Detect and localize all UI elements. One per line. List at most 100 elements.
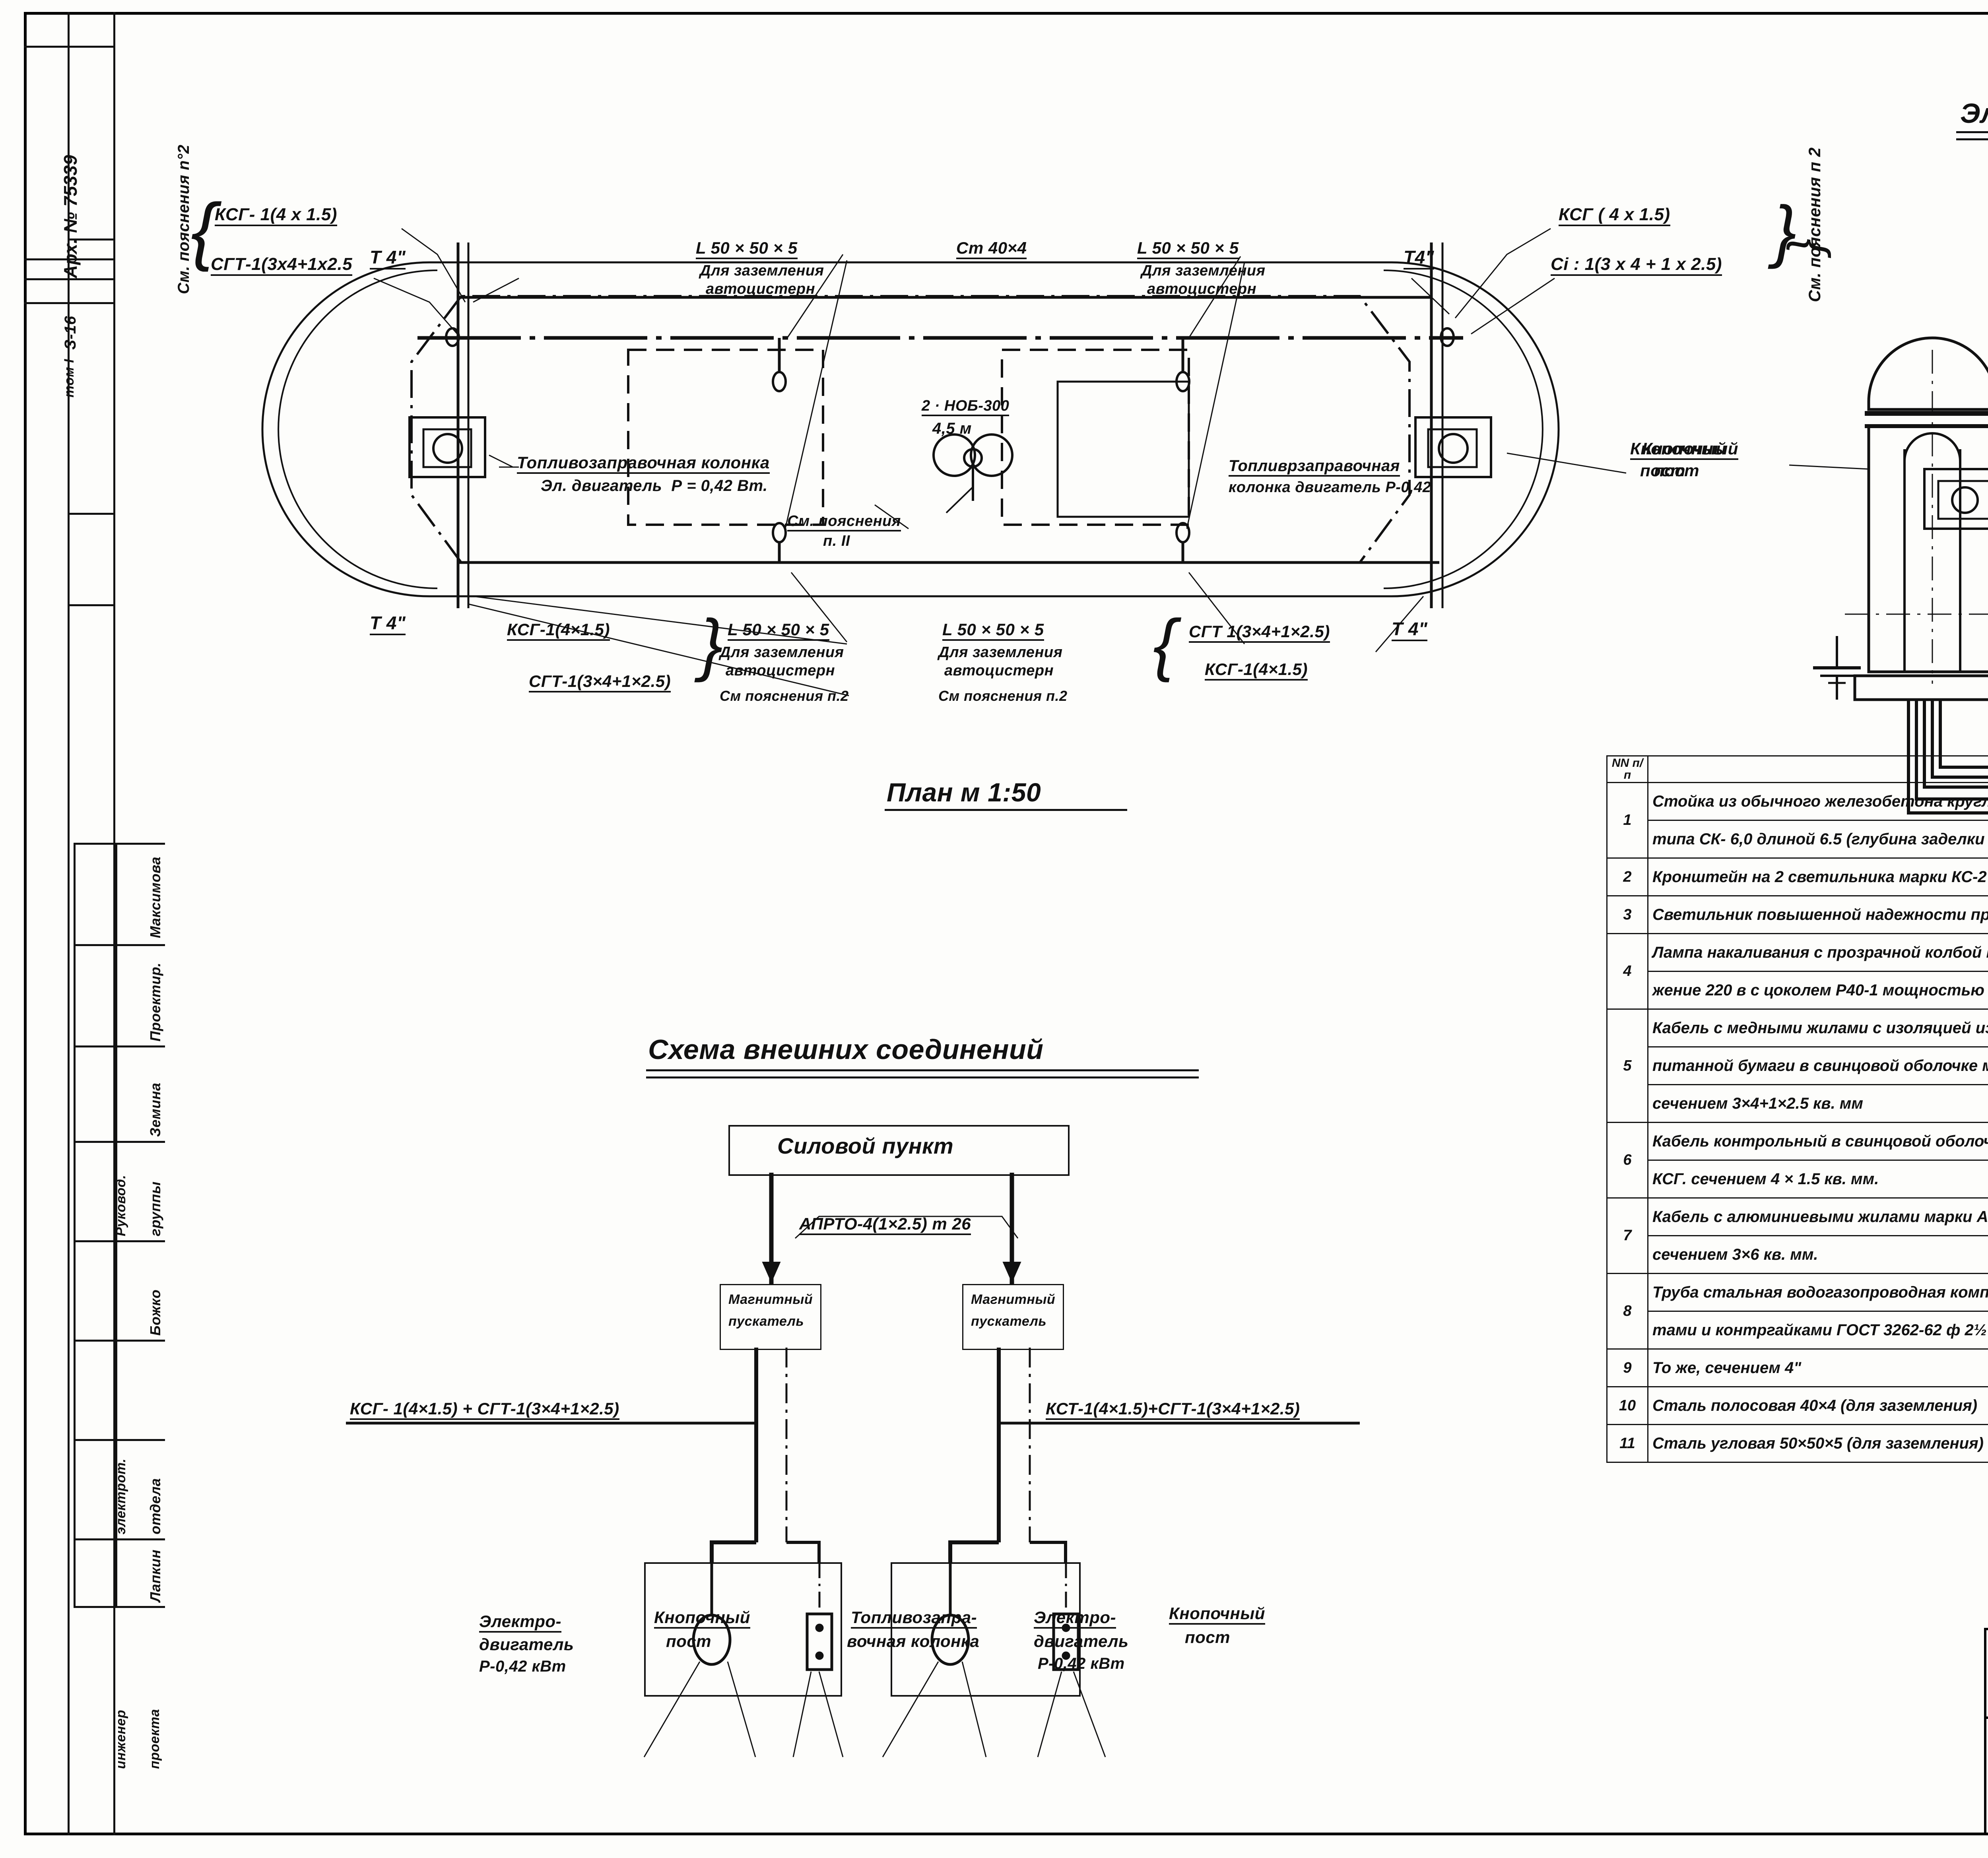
frame-bottom [24, 1833, 1988, 1835]
electric-button-post-1: Кнопочный [1642, 439, 1738, 460]
label-ground-bc-2: автоцистерн [944, 662, 1054, 679]
brace-top-right: } [1773, 192, 1797, 270]
caption-button-right-2: пост [1185, 1628, 1231, 1647]
sign-col-line-left [74, 843, 76, 1606]
label-lamp: 2 · НОБ-300 [922, 398, 1010, 416]
sign-row-div-3 [74, 1141, 165, 1143]
spec-cell-name: Стойка из обычного железобетона круглого… [1647, 782, 1988, 821]
sign-row-div-2 [74, 1045, 165, 1047]
label-pipe-t4-top-right: Т4" [1404, 246, 1434, 270]
sign-col-line-right [115, 843, 117, 1606]
label-ground-bc-1: Для заземления [938, 644, 1063, 661]
caption-motor-right-1: Электро- [1034, 1608, 1116, 1629]
starter-box-right [962, 1284, 1064, 1350]
spec-row: КСГ. сечением 4 × 1.5 кв. мм."50 [1607, 1160, 1988, 1199]
spec-cell-no: 6 [1606, 1122, 1648, 1199]
label-pump-right-1: Топливрзаправочная [1229, 457, 1400, 477]
spec-row: тами и контргайками ГОСТ 3262-62 ф 2½""2… [1607, 1311, 1988, 1350]
label-cable-ksg-bottom-left: КСГ-1(4×1.5) [507, 620, 610, 641]
sign-row-div-1 [74, 944, 165, 946]
device-box-right [891, 1562, 1081, 1697]
frame-top [24, 12, 1988, 15]
spec-cell-name: сечением 3×6 кв. мм. [1647, 1235, 1988, 1274]
spec-cell-name: Кабель контрольный в свинцовой оболочке … [1647, 1122, 1988, 1161]
power-point-box [728, 1125, 1070, 1176]
spec-cell-name: То же, сечением 4" [1647, 1348, 1988, 1387]
starter-right-label-2: пускатель [971, 1314, 1047, 1329]
margin-div-5 [68, 239, 115, 240]
label-ground-bl-1: Для заземления [720, 644, 844, 661]
device-box-left [644, 1562, 842, 1697]
spec-cell-name: типа СК- 6,0 длиной 6.5 (глубина заделки… [1647, 820, 1988, 859]
external-power-point-label: Силовой пункт [777, 1133, 954, 1158]
spec-cell-name: сечением 3×4+1×2.5 кв. мм [1647, 1084, 1988, 1123]
label-cable-ksg-top-right: КСГ ( 4 х 1.5) [1559, 205, 1670, 226]
label-see-note-2: п. II [823, 533, 850, 549]
label-pump-right-2: колонка двигатель Р-0,42 [1229, 479, 1431, 496]
label-angle-left: L 50 × 50 × 5 [696, 239, 798, 259]
spec-cell-no: 3 [1606, 895, 1648, 934]
spec-cell-name: жение 220 в с цоколем Р40-1 мощностью 30… [1647, 971, 1988, 1010]
spec-cell-name: Лампа накаливания с прозрачной колбой на… [1647, 933, 1988, 972]
label-see-note-1: См. пояснения [787, 513, 901, 531]
spec-col-no: NN п/п [1606, 755, 1648, 783]
plan-title: План м 1:50 [887, 778, 1041, 807]
label-ground-right-2: автоцистерн [1147, 281, 1257, 297]
spec-cell-name: Светильник повышенной надежности против … [1647, 895, 1988, 934]
cable-right-label: КСТ-1(4×1.5)+СГТ-1(3×4+1×2.5) [1046, 1399, 1300, 1420]
margin-div-3 [24, 278, 115, 280]
caption-button-left-1: Кнопочный [654, 1608, 750, 1629]
brace-top-left: { [191, 188, 216, 272]
spec-row: питанной бумаги в свинцовой оболочке мар… [1607, 1046, 1988, 1085]
label-steel-40x4: Ст 40×4 [956, 239, 1027, 259]
spec-row: типа СК- 6,0 длиной 6.5 (глубина заделки… [1607, 820, 1988, 859]
sign-row-div-7 [74, 1538, 165, 1540]
spec-col-name: Наименование [1647, 755, 1988, 783]
sign-row-div-4 [74, 1240, 165, 1242]
sign-row-div-0 [74, 843, 165, 845]
spec-cell-no: 1 [1606, 782, 1648, 859]
margin-strip-line [68, 12, 70, 1835]
spec-cell-no: 5 [1606, 1009, 1648, 1123]
label-see-note-bc: См пояснения п.2 [938, 688, 1068, 704]
spec-cell-no: 10 [1606, 1386, 1648, 1425]
brace-bottom-left: } [700, 605, 723, 683]
label-pipe-t4-top-left: Т 4" [370, 246, 406, 270]
starter-right-label-1: Магнитный [971, 1292, 1056, 1307]
electric-scheme-title: Электрическая схема [1960, 98, 1988, 129]
label-angle-right: L 50 × 50 × 5 [1137, 239, 1239, 259]
label-cable-sgt-top-left: СГТ-1(3х4+1х2.5 [211, 254, 353, 276]
spec-header-row: NN п/п Наименование Ед. изм К-во Прим [1606, 755, 1988, 783]
frame-left [24, 12, 27, 1835]
spec-cell-name: Кронштейн на 2 светильника марки КС-2 [1647, 857, 1988, 896]
label-angle-bottom-center: L 50 × 50 × 5 [942, 620, 1044, 641]
spec-row: жение 220 в с цоколем Р40-1 мощностью 30… [1607, 971, 1988, 1010]
label-angle-bottom-left: L 50 × 50 × 5 [728, 620, 829, 641]
spec-cell-no: 9 [1606, 1348, 1648, 1387]
spec-cell-name: Сталь полосовая 40×4 (для заземления) [1647, 1386, 1988, 1425]
label-ground-right-1: Для заземления [1141, 262, 1266, 279]
caption-motor-right-2: двигатель [1034, 1632, 1129, 1650]
spec-cell-no: 7 [1606, 1197, 1648, 1274]
margin-div-1 [24, 46, 115, 48]
spec-cell-name: Кабель с медными жилами с изоляцией из п… [1647, 1009, 1988, 1047]
caption-motor-left-3: Р-0,42 кВт [479, 1658, 566, 1675]
spec-cell-name: тами и контргайками ГОСТ 3262-62 ф 2½" [1647, 1311, 1988, 1350]
starter-box-left [720, 1284, 821, 1350]
spec-row: сечением 3×4+1×2.5 кв. ммм50 [1607, 1084, 1988, 1123]
label-cable-sgt-bottom-left: СГТ-1(3×4+1×2.5) [529, 672, 671, 692]
label-button-post-plan-2: пост [1640, 461, 1686, 480]
tb-left [1984, 1628, 1986, 1835]
